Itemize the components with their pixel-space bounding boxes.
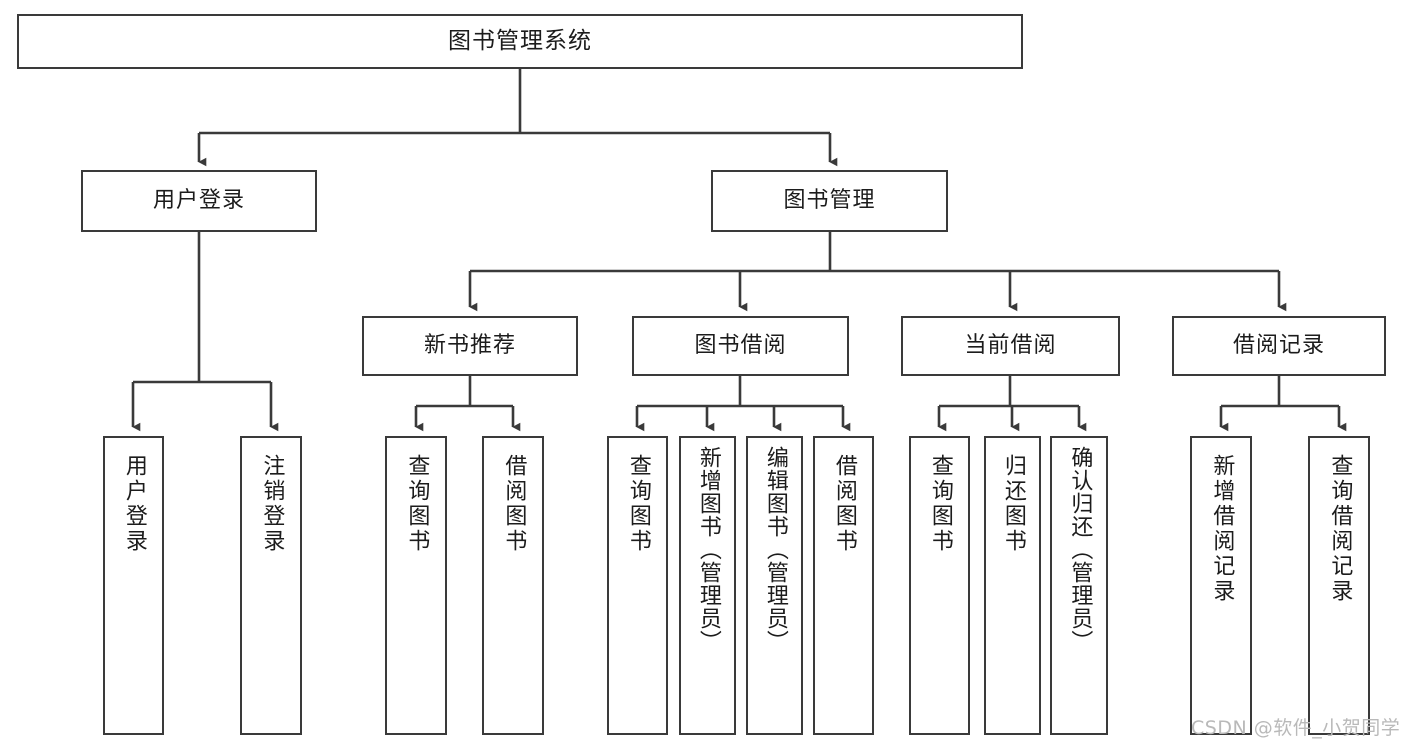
node-borrow-record[interactable]: 借阅记录 (1172, 316, 1386, 376)
node-leaf-user-login[interactable]: 用户登录 (103, 436, 164, 735)
node-label: 归还图书 (1000, 454, 1026, 554)
node-leaf-return-book[interactable]: 归还图书 (984, 436, 1041, 735)
node-label: 查询借阅记录 (1327, 454, 1353, 604)
node-leaf-add-book-admin[interactable]: 新增图书（管理员） (679, 436, 736, 735)
node-label: 新增借阅记录 (1209, 454, 1235, 604)
node-book-management[interactable]: 图书管理 (711, 170, 948, 232)
node-label: 图书借阅 (694, 333, 787, 359)
node-label: 借阅记录 (1232, 333, 1325, 359)
node-leaf-borrow-book-recommend[interactable]: 借阅图书 (482, 436, 544, 735)
node-leaf-query-book-recommend[interactable]: 查询图书 (385, 436, 447, 735)
node-leaf-add-borrow-record[interactable]: 新增借阅记录 (1190, 436, 1252, 735)
node-label: 当前借阅 (964, 333, 1057, 359)
node-book-borrow[interactable]: 图书借阅 (632, 316, 849, 376)
node-label: 查询图书 (927, 454, 953, 554)
node-label: 编辑图书（管理员） (762, 446, 788, 653)
node-root-system[interactable]: 图书管理系统 (17, 14, 1023, 69)
node-label: 用户登录 (121, 454, 147, 554)
node-leaf-borrow-book[interactable]: 借阅图书 (813, 436, 874, 735)
node-label: 新增图书（管理员） (695, 446, 721, 653)
node-user-login[interactable]: 用户登录 (81, 170, 317, 232)
node-leaf-logout-login[interactable]: 注销登录 (240, 436, 302, 735)
node-label: 图书管理系统 (448, 27, 592, 54)
node-label: 图书管理 (783, 188, 876, 214)
node-label: 注销登录 (259, 454, 285, 554)
node-label: 用户登录 (152, 188, 245, 214)
node-leaf-edit-book-admin[interactable]: 编辑图书（管理员） (746, 436, 803, 735)
node-new-book-recommend[interactable]: 新书推荐 (362, 316, 578, 376)
csdn-watermark: CSDN @软件_小贺同学 (1191, 717, 1401, 739)
node-label: 查询图书 (625, 454, 651, 554)
node-label: 借阅图书 (501, 454, 527, 554)
node-label: 新书推荐 (423, 333, 516, 359)
node-label: 查询图书 (404, 454, 430, 554)
node-current-borrow[interactable]: 当前借阅 (901, 316, 1120, 376)
node-label: 借阅图书 (831, 454, 857, 554)
node-label: 确认归还（管理员） (1067, 446, 1093, 653)
node-leaf-query-book-borrow[interactable]: 查询图书 (607, 436, 668, 735)
node-leaf-confirm-return-admin[interactable]: 确认归还（管理员） (1050, 436, 1108, 735)
node-leaf-query-book-current[interactable]: 查询图书 (909, 436, 970, 735)
node-leaf-query-borrow-record[interactable]: 查询借阅记录 (1308, 436, 1370, 735)
